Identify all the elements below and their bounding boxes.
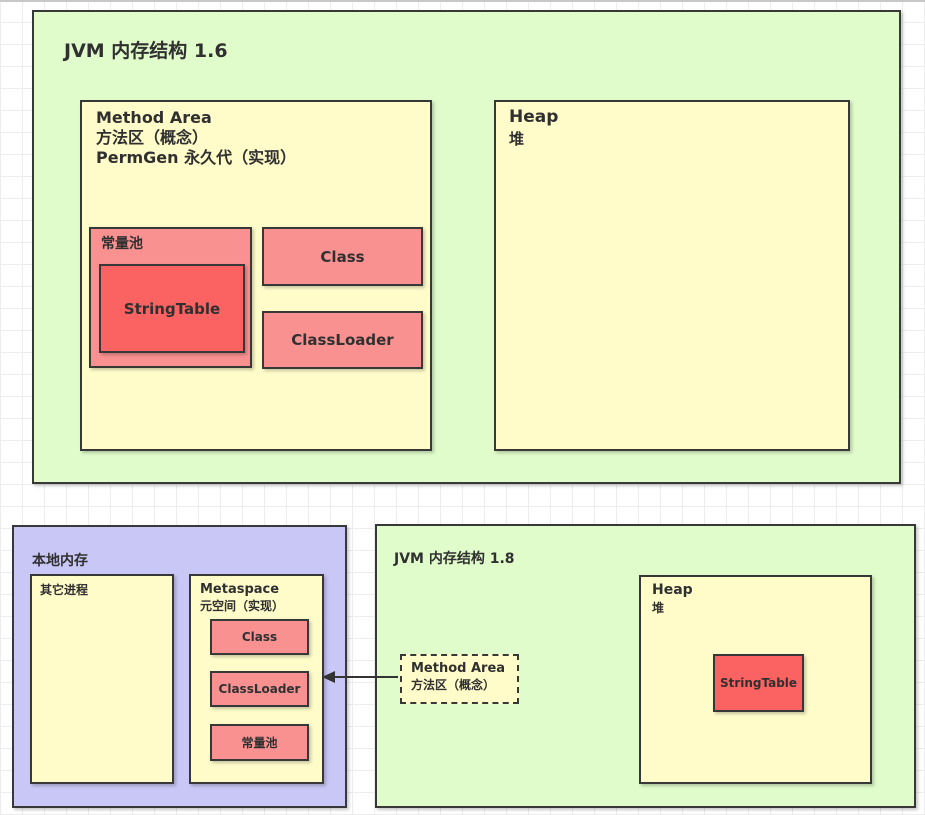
constant-pool-1-6-box: 常量池 StringTable bbox=[89, 227, 252, 368]
constant-pool-1-8-label: 常量池 bbox=[241, 736, 278, 750]
classloader-1-8-box: ClassLoader bbox=[210, 671, 309, 707]
method-area-1-8-line1: Method Area bbox=[411, 661, 506, 676]
jvm-1-6-title: JVM 内存结构 1.6 bbox=[64, 40, 228, 62]
metaspace-box: Metaspace 元空间（实现） Class ClassLoader 常量池 bbox=[189, 574, 324, 784]
metaspace-subtitle: 元空间（实现） bbox=[200, 599, 285, 613]
other-process-box: 其它进程 bbox=[30, 574, 174, 784]
method-area-1-6-line3: PermGen 永久代（实现） bbox=[96, 148, 297, 167]
method-area-1-6-line1: Method Area bbox=[96, 108, 212, 127]
section-separator bbox=[0, 0, 925, 2]
method-area-1-6-label: Method Area 方法区（概念） PermGen 永久代（实现） bbox=[96, 108, 296, 168]
constant-pool-1-6-label: 常量池 bbox=[101, 236, 143, 252]
method-area-1-6-box: Method Area 方法区（概念） PermGen 永久代（实现） 常量池 … bbox=[80, 100, 432, 451]
heap-1-8-box: Heap 堆 StringTable bbox=[639, 575, 872, 784]
heap-1-6-title: Heap bbox=[509, 107, 559, 127]
class-1-8-box: Class bbox=[210, 619, 309, 655]
method-area-1-8-dashed-box: Method Area 方法区（概念） bbox=[400, 654, 519, 704]
other-process-label: 其它进程 bbox=[40, 583, 89, 597]
native-memory-title: 本地内存 bbox=[32, 553, 88, 569]
classloader-1-6-box: ClassLoader bbox=[262, 311, 423, 369]
heap-1-6-box: Heap 堆 bbox=[494, 100, 850, 451]
native-memory-container: 本地内存 其它进程 Metaspace 元空间（实现） Class ClassL… bbox=[12, 525, 347, 808]
class-1-6-box: Class bbox=[262, 227, 423, 286]
class-1-6-label: Class bbox=[320, 247, 365, 266]
jvm-1-8-container: JVM 内存结构 1.8 Method Area 方法区（概念） Heap 堆 … bbox=[375, 524, 916, 808]
heap-1-6-subtitle: 堆 bbox=[509, 130, 525, 148]
jvm-1-6-container: JVM 内存结构 1.6 Method Area 方法区（概念） PermGen… bbox=[32, 10, 901, 484]
classloader-1-8-label: ClassLoader bbox=[218, 682, 301, 696]
method-area-to-metaspace-arrow-head bbox=[322, 671, 335, 683]
heap-1-8-subtitle: 堆 bbox=[652, 601, 665, 615]
string-table-1-8-label: StringTable bbox=[719, 676, 798, 690]
string-table-1-8-box: StringTable bbox=[713, 654, 804, 712]
metaspace-header: Metaspace 元空间（实现） bbox=[191, 576, 322, 614]
jvm-1-8-title: JVM 内存结构 1.8 bbox=[394, 551, 515, 567]
constant-pool-1-8-box: 常量池 bbox=[210, 724, 309, 761]
metaspace-title: Metaspace bbox=[200, 582, 280, 597]
string-table-1-6-label: StringTable bbox=[123, 299, 221, 318]
method-area-1-8-line2: 方法区（概念） bbox=[411, 678, 496, 692]
class-1-8-label: Class bbox=[241, 630, 278, 644]
method-area-to-metaspace-arrow-line bbox=[334, 676, 398, 678]
heap-1-8-title: Heap bbox=[652, 582, 693, 598]
method-area-1-6-line2: 方法区（概念） bbox=[96, 128, 209, 147]
string-table-1-6-box: StringTable bbox=[99, 264, 245, 353]
classloader-1-6-label: ClassLoader bbox=[291, 331, 394, 349]
